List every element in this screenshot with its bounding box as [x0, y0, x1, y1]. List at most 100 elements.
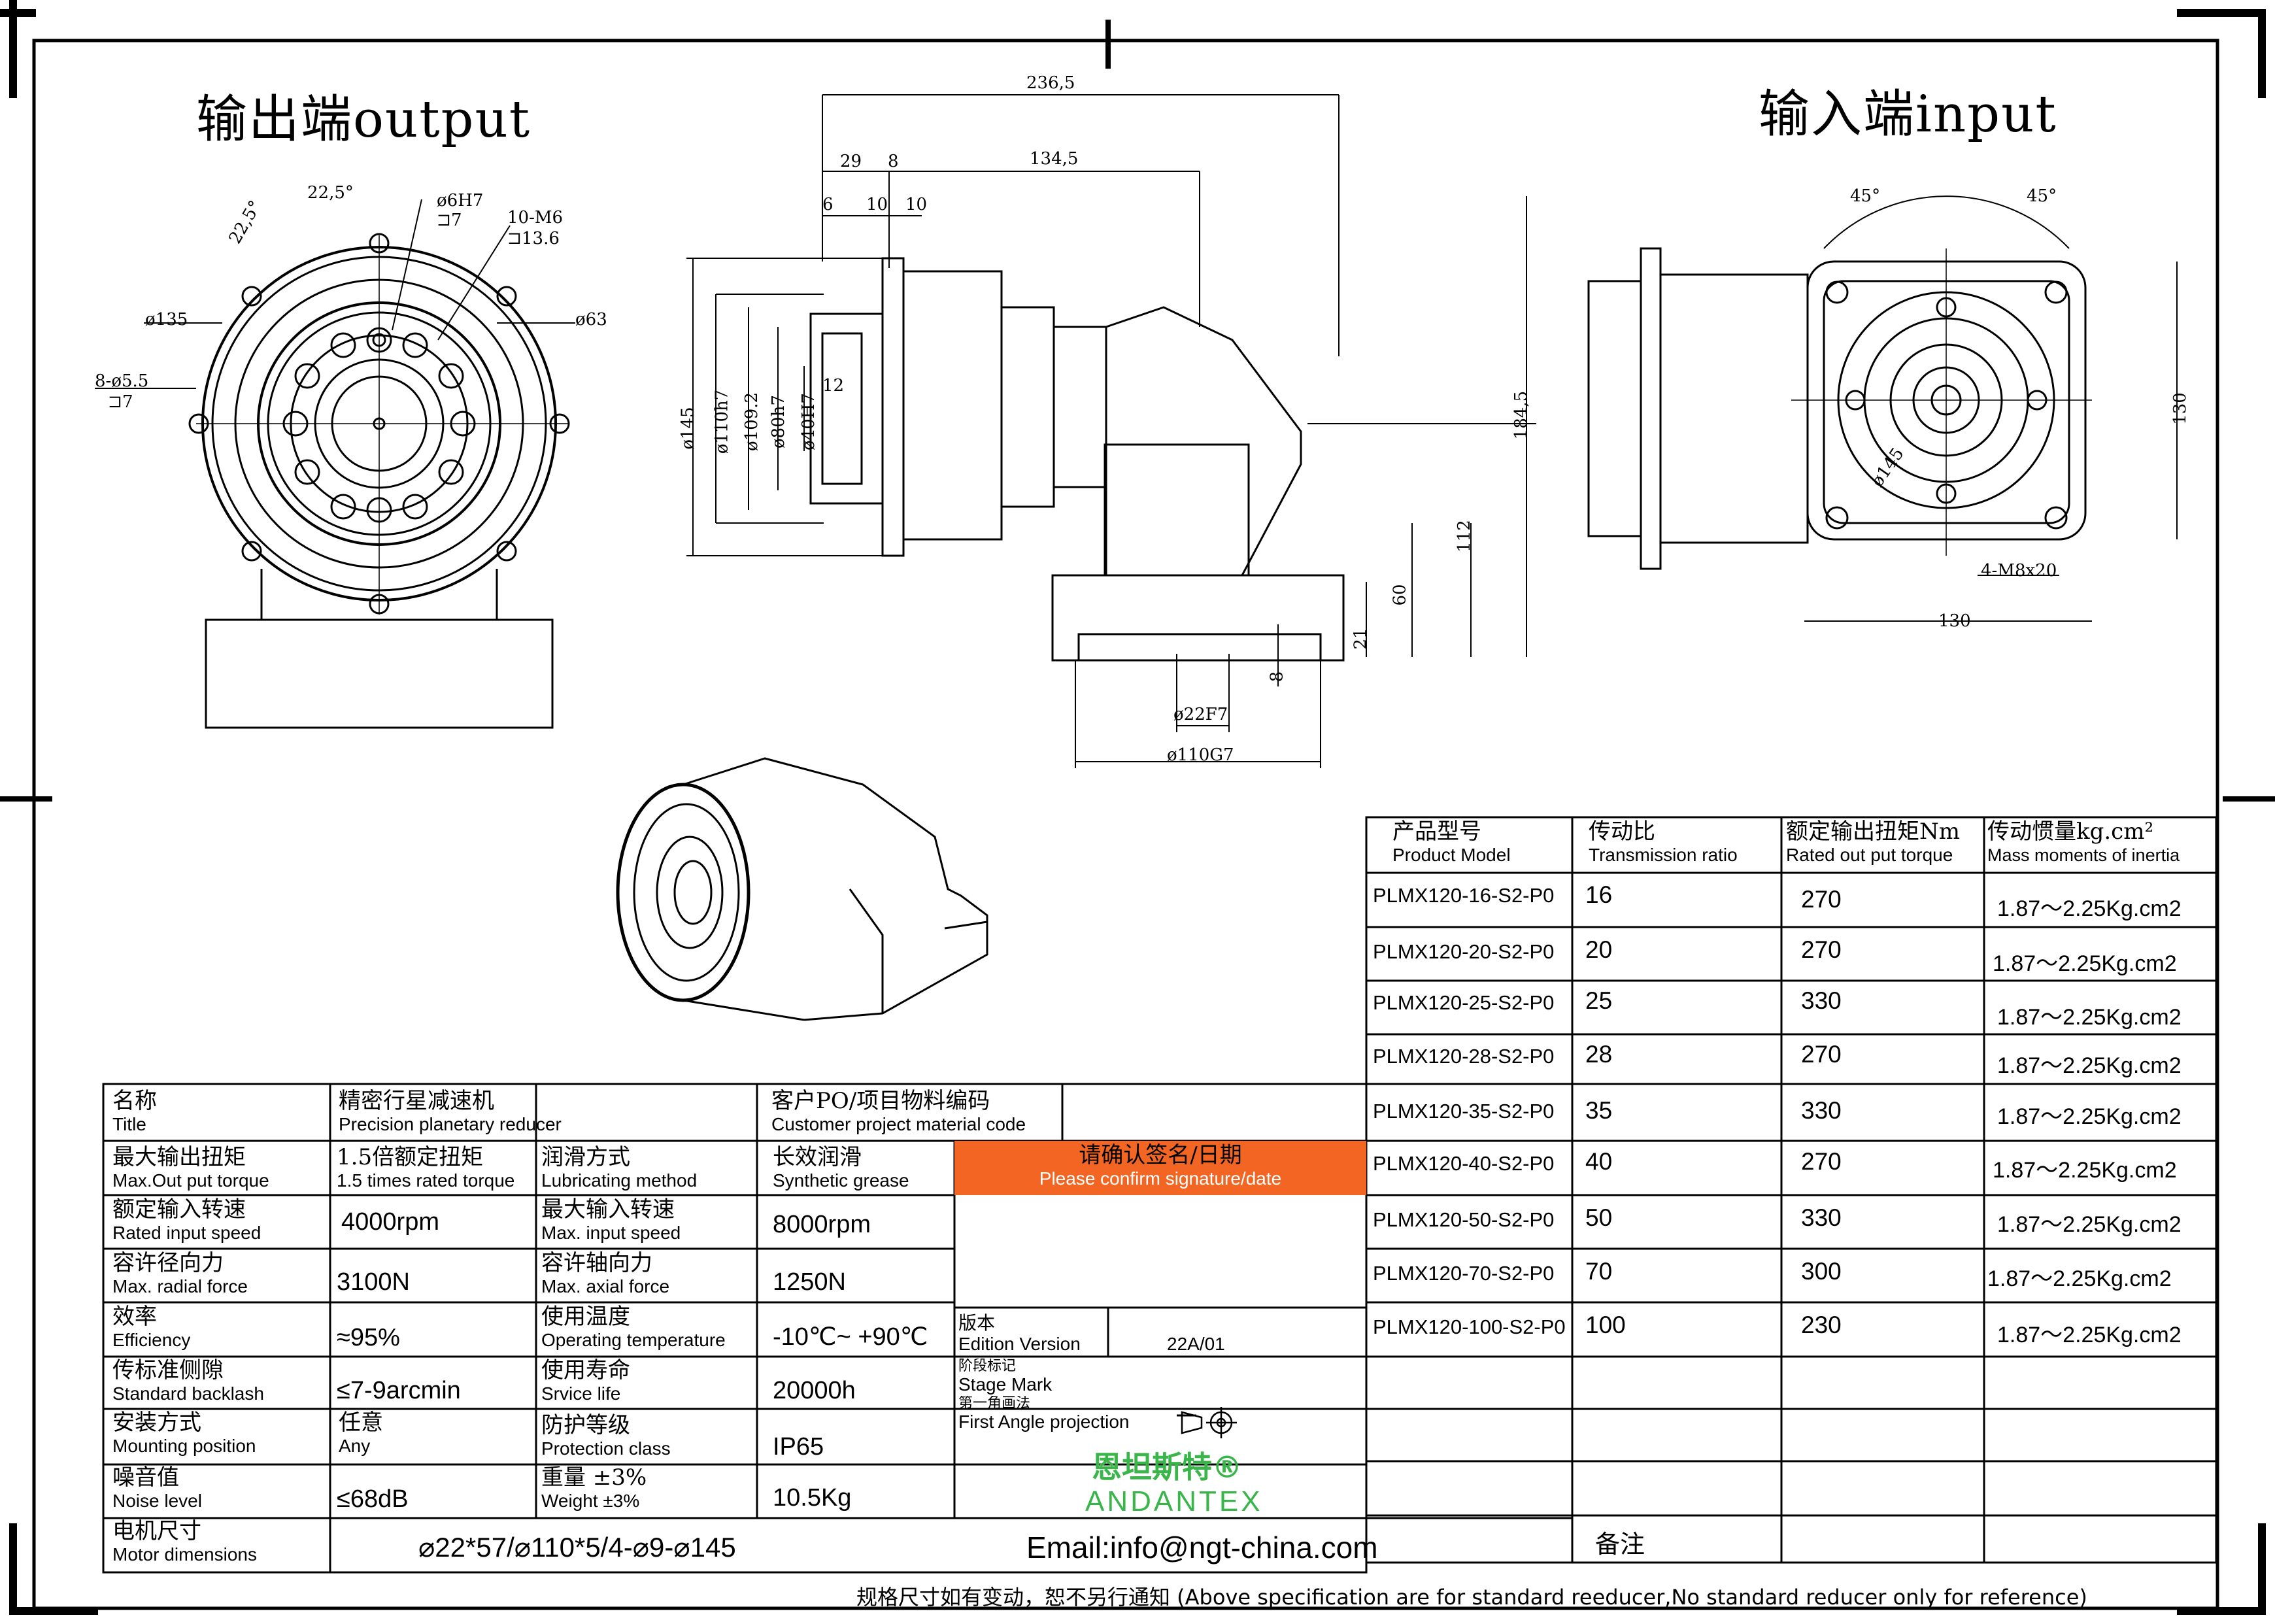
- backlash-en: Standard backlash: [112, 1383, 264, 1404]
- protection-en: Protection class: [541, 1438, 671, 1459]
- backlash-zh: 传标准侧隙: [112, 1357, 224, 1383]
- header-inertia: 传动惯量kg.cm² Mass moments of inertia: [1987, 819, 2216, 866]
- row-2-ratio: 25: [1585, 987, 1613, 1014]
- lubrication-en: Lubricating method: [541, 1170, 698, 1191]
- row-6-ratio: 50: [1585, 1204, 1613, 1231]
- header-model-en: Product Model: [1392, 845, 1511, 865]
- efficiency-en: Efficiency: [112, 1330, 191, 1350]
- dim-sq130v: 130: [2170, 392, 2190, 425]
- mounting-value-en: Any: [339, 1436, 371, 1456]
- backlash-value: ≤7-9arcmin: [337, 1377, 461, 1404]
- weight-label: 重量 ±3% Weight ±3%: [541, 1464, 647, 1512]
- dim-dia109: ø109.2: [742, 392, 762, 452]
- row-0-ratio: 16: [1585, 881, 1613, 908]
- protection-value: IP65: [773, 1433, 824, 1461]
- title-value-en: Precision planetary reducer: [339, 1114, 562, 1134]
- dim-10b: 10: [905, 195, 928, 214]
- row-5-inertia: 1.87〜2.25Kg.cm2: [1993, 1158, 2177, 1183]
- isometric-view: [616, 757, 988, 1021]
- output-end-view: [95, 199, 575, 729]
- title-label: 名称 Title: [112, 1088, 157, 1135]
- life-value: 20000h: [773, 1377, 856, 1404]
- title-value: 精密行星减速机 Precision planetary reducer: [339, 1088, 562, 1135]
- life-zh: 使用寿命: [541, 1357, 630, 1383]
- edition-en: Edition Version: [958, 1334, 1081, 1354]
- temperature-label: 使用温度 Operating temperature: [541, 1304, 726, 1351]
- dim-dia22f7: ø22F7: [1173, 705, 1228, 724]
- mounting-zh: 安装方式: [112, 1410, 201, 1436]
- dim-60: 60: [1390, 584, 1410, 606]
- max-torque-value: 1.5倍额定扭矩 1.5 times rated torque: [337, 1144, 514, 1191]
- axial-force-en: Max. axial force: [541, 1276, 670, 1296]
- projection-symbol-icon: [1181, 1407, 1237, 1438]
- dim-sq130h: 130: [1938, 611, 1971, 631]
- title-label-zh: 名称: [112, 1088, 157, 1114]
- radial-force-zh: 容许径向力: [112, 1250, 224, 1276]
- dim-dia80h7: ø80h7: [769, 394, 789, 449]
- max-torque-value-en: 1.5 times rated torque: [337, 1170, 515, 1191]
- contact-email[interactable]: Email:info@ngt-china.com: [1026, 1531, 1378, 1565]
- dim-184: 184,5: [1511, 390, 1532, 440]
- row-4-torque: 330: [1801, 1097, 1842, 1124]
- max-speed-value: 8000rpm: [773, 1211, 871, 1238]
- edition-label: 版本 Edition Version: [958, 1313, 1081, 1355]
- motor-label: 电机尺寸 Motor dimensions: [112, 1518, 257, 1565]
- max-torque-label: 最大输出扭矩 Max.Out put torque: [112, 1144, 269, 1191]
- row-2-inertia: 1.87〜2.25Kg.cm2: [1997, 1005, 2182, 1030]
- model-table-grid: [1365, 816, 2217, 1564]
- stage-mark-label: 阶段标记 Stage Mark: [958, 1359, 1052, 1395]
- row-1-torque: 270: [1801, 936, 1842, 963]
- row-4-inertia: 1.87〜2.25Kg.cm2: [1997, 1104, 2182, 1129]
- header-model-zh: 产品型号: [1392, 819, 1481, 845]
- efficiency-zh: 效率: [112, 1304, 157, 1330]
- dim-pin: ø6H7: [437, 191, 484, 211]
- projection-zh: 第一角画法: [958, 1396, 1031, 1412]
- input-end-title: 输入端input: [1759, 85, 2057, 144]
- row-1-inertia: 1.87〜2.25Kg.cm2: [1993, 951, 2177, 976]
- row-3-ratio: 28: [1585, 1041, 1613, 1068]
- dim-angle-b: 22,5°: [307, 183, 354, 203]
- dim-dia135: ø135: [145, 310, 188, 330]
- row-3-torque: 270: [1801, 1041, 1842, 1068]
- dim-29: 29: [840, 152, 862, 171]
- rated-speed-en: Rated input speed: [112, 1223, 261, 1243]
- max-speed-label: 最大输入转速 Max. input speed: [541, 1196, 681, 1243]
- row-3-inertia: 1.87〜2.25Kg.cm2: [1997, 1053, 2182, 1078]
- efficiency-value: ≈95%: [337, 1324, 400, 1351]
- title-label-en: Title: [112, 1114, 146, 1134]
- dim-total-length: 236,5: [1026, 73, 1075, 93]
- life-label: 使用寿命 Srvice life: [541, 1357, 630, 1404]
- row-0-torque: 270: [1801, 886, 1842, 913]
- dim-tap: 10-M6: [507, 208, 564, 228]
- noise-value: ≤68dB: [337, 1485, 409, 1513]
- projection-en: First Angle projection: [958, 1412, 1130, 1432]
- row-1-ratio: 20: [1585, 936, 1613, 963]
- lubrication-zh: 润滑方式: [541, 1144, 630, 1170]
- protection-label: 防护等级 Protection class: [541, 1412, 671, 1459]
- row-4-ratio: 35: [1585, 1097, 1613, 1124]
- mounting-en: Mounting position: [112, 1436, 256, 1456]
- weight-value: 10.5Kg: [773, 1484, 852, 1512]
- dim-pin-depth: ⊐7: [437, 211, 462, 230]
- lubrication-value-zh: 长效润滑: [773, 1144, 862, 1170]
- max-torque-en: Max.Out put torque: [112, 1170, 269, 1191]
- rated-speed-label: 额定输入转速 Rated input speed: [112, 1196, 261, 1243]
- protection-zh: 防护等级: [541, 1412, 630, 1438]
- row-8-model: PLMX120-100-S2-P0: [1373, 1315, 1566, 1338]
- temperature-en: Operating temperature: [541, 1330, 726, 1350]
- mounting-value-zh: 任意: [339, 1410, 383, 1436]
- confirm-signature-box[interactable]: 请确认签名/日期 Please confirm signature/date: [954, 1141, 1366, 1195]
- max-speed-zh: 最大输入转速: [541, 1196, 675, 1223]
- dim-dia40h7: ø40H7: [798, 393, 818, 450]
- dim-angle45b: 45°: [2027, 186, 2057, 206]
- customer-code-label: 客户PO/项目物料编码 Customer project material co…: [771, 1088, 1026, 1135]
- row-8-ratio: 100: [1585, 1311, 1626, 1338]
- header-torque: 额定输出扭矩Nm Rated out put torque: [1786, 819, 1982, 866]
- max-torque-zh: 最大输出扭矩: [112, 1144, 246, 1170]
- mounting-label: 安装方式 Mounting position: [112, 1410, 256, 1457]
- noise-zh: 噪音值: [112, 1464, 179, 1491]
- row-7-inertia: 1.87〜2.25Kg.cm2: [1987, 1266, 2172, 1291]
- stage-mark-en: Stage Mark: [958, 1374, 1053, 1395]
- row-5-model: PLMX120-40-S2-P0: [1373, 1152, 1555, 1175]
- lubrication-value-en: Synthetic grease: [773, 1170, 909, 1191]
